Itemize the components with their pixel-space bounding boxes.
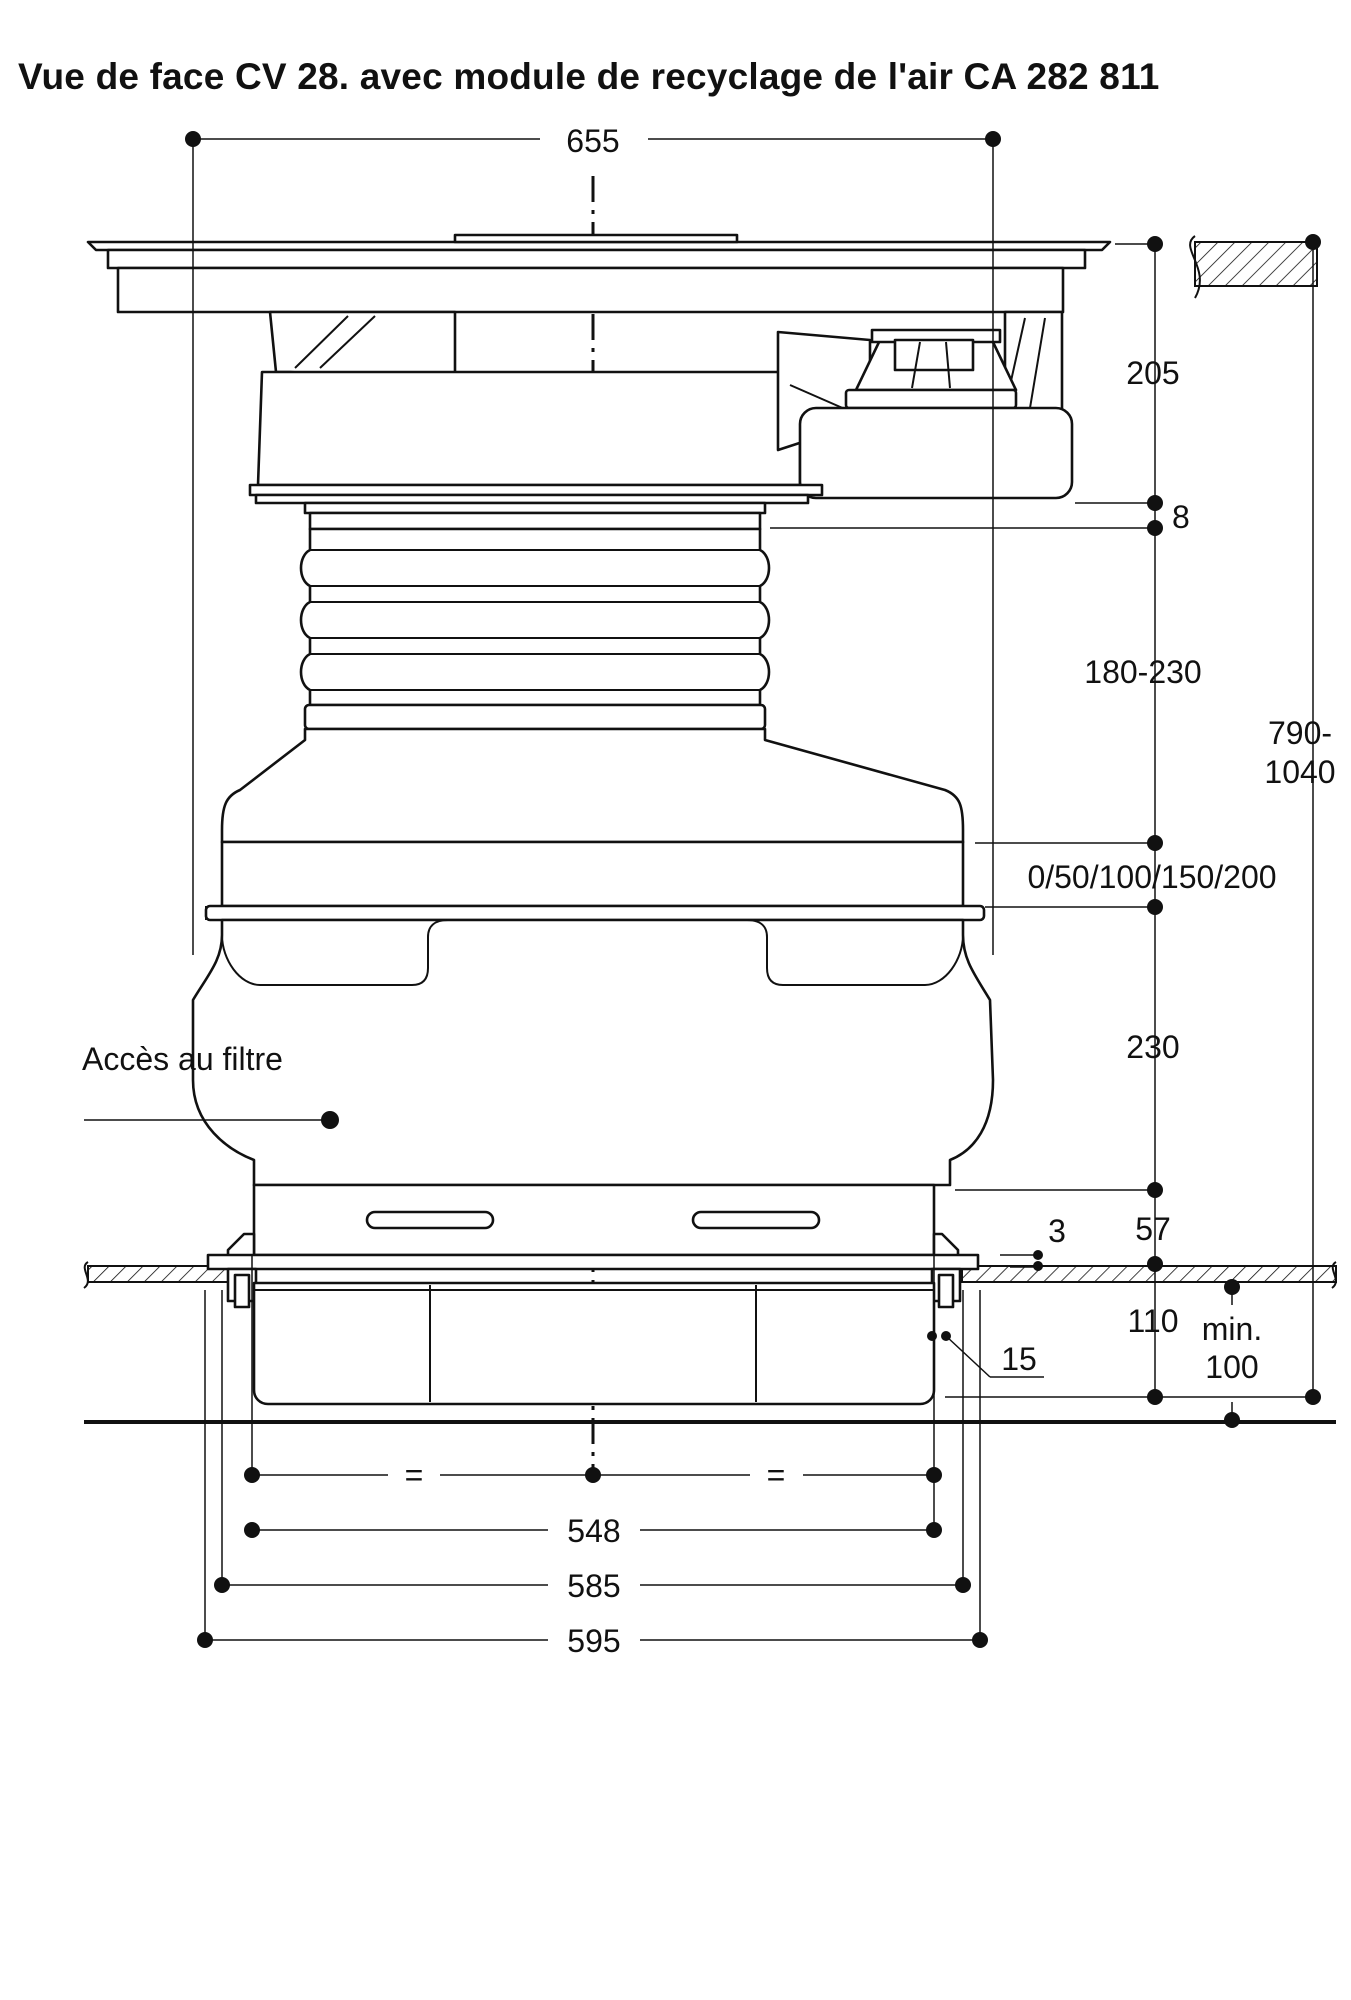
filter-access-leader bbox=[84, 1111, 339, 1129]
label-230: 230 bbox=[1126, 1029, 1179, 1065]
page-title: Vue de face CV 28. avec module de recycl… bbox=[18, 56, 1160, 97]
transition-extension bbox=[204, 727, 986, 922]
label-extension: 0/50/100/150/200 bbox=[1027, 859, 1276, 895]
label-filter-access: Accès au filtre bbox=[82, 1041, 283, 1077]
dimension-total-height bbox=[1305, 234, 1321, 1405]
label-595: 595 bbox=[567, 1623, 620, 1659]
hob-top bbox=[86, 233, 1112, 314]
label-equal-left: = bbox=[405, 1457, 424, 1493]
dimension-3 bbox=[1000, 1250, 1043, 1271]
label-110: 110 bbox=[1127, 1303, 1178, 1339]
label-1040: 1040 bbox=[1264, 754, 1335, 790]
label-100: 100 bbox=[1205, 1349, 1258, 1385]
label-205: 205 bbox=[1126, 355, 1179, 391]
label-655: 655 bbox=[566, 123, 619, 159]
slot-right bbox=[691, 1210, 821, 1230]
dimension-585 bbox=[214, 1290, 971, 1593]
label-790: 790- bbox=[1268, 715, 1332, 751]
label-min: min. bbox=[1202, 1311, 1262, 1347]
bellows bbox=[299, 501, 771, 731]
label-equal-right: = bbox=[767, 1457, 786, 1493]
worktop bbox=[83, 1253, 1337, 1309]
dimension-548 bbox=[244, 1522, 942, 1538]
upper-unit bbox=[248, 310, 1074, 505]
dimension-min-100 bbox=[1224, 1279, 1240, 1428]
label-548: 548 bbox=[567, 1513, 620, 1549]
dimension-655 bbox=[185, 131, 1001, 955]
worktop-section-top bbox=[1189, 235, 1318, 299]
slot-left bbox=[365, 1210, 495, 1230]
dimension-595 bbox=[197, 1290, 988, 1648]
label-15: 15 bbox=[1001, 1341, 1037, 1377]
label-180-230: 180-230 bbox=[1084, 654, 1201, 690]
label-3: 3 bbox=[1048, 1213, 1066, 1249]
dimension-vertical-chain bbox=[770, 236, 1310, 1405]
dimension-equal bbox=[244, 1255, 942, 1530]
label-57: 57 bbox=[1135, 1211, 1171, 1247]
label-8: 8 bbox=[1172, 499, 1190, 535]
label-585: 585 bbox=[567, 1568, 620, 1604]
plinth-unit bbox=[252, 1281, 936, 1406]
recirculation-module bbox=[191, 918, 995, 1260]
